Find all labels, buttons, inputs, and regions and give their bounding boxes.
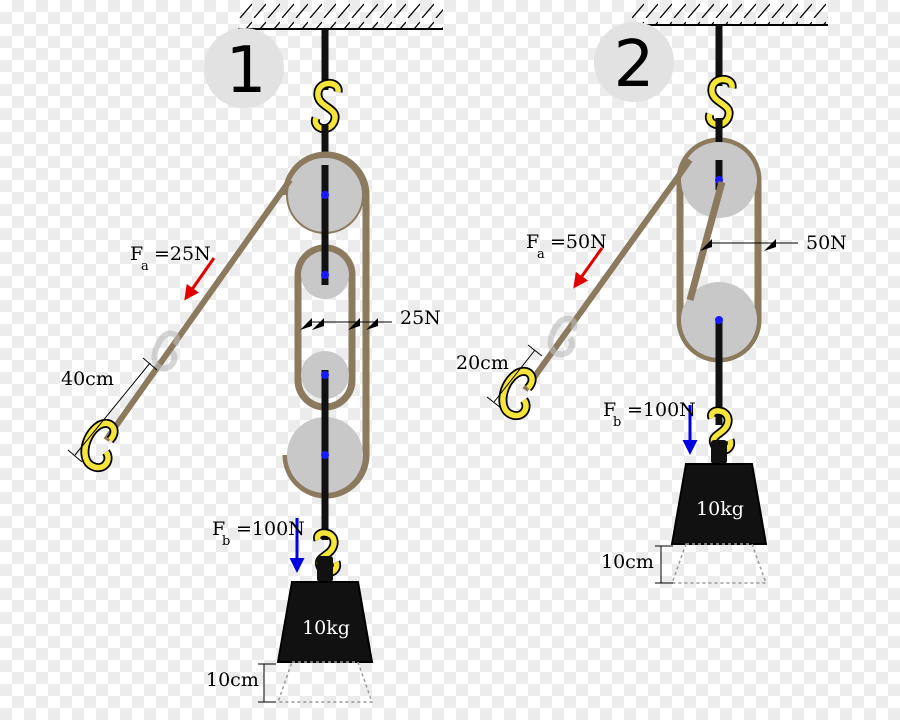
- svg-text:25N: 25N: [400, 307, 441, 329]
- svg-text:40cm: 40cm: [61, 368, 114, 390]
- pull-distance-measure-2: 20cm: [456, 344, 543, 409]
- force-a-label-1: F a =25N: [130, 243, 211, 274]
- weight-1: 10kg: [276, 556, 374, 663]
- force-b-label-1: F b =100N: [212, 518, 305, 549]
- top-s-hook-2: [704, 75, 737, 130]
- system-2-number: 2: [614, 28, 655, 102]
- force-b-label-2: F b =100N: [603, 399, 696, 430]
- rope-loop-inner-1: [294, 244, 356, 411]
- pull-rope-1: [103, 178, 293, 442]
- svg-text:a: a: [141, 259, 149, 274]
- ghost-hook-1: [151, 330, 181, 372]
- system-2-badge: 2: [594, 22, 674, 102]
- svg-text:b: b: [613, 415, 621, 430]
- svg-text:20cm: 20cm: [456, 352, 509, 374]
- lift-measure-2: 10cm: [601, 545, 673, 584]
- ceiling-1: [238, 3, 443, 30]
- ghost-weight-2: [670, 543, 768, 584]
- lift-measure-1: 10cm: [206, 663, 276, 703]
- svg-text:a: a: [537, 247, 545, 262]
- system-2: 2: [456, 3, 847, 584]
- ghost-weight-1: [276, 661, 374, 703]
- svg-text:F: F: [212, 518, 225, 540]
- svg-text:=25N: =25N: [154, 243, 211, 265]
- svg-text:10kg: 10kg: [696, 498, 744, 520]
- pull-rope-2: [522, 158, 693, 392]
- ceiling-2: [632, 3, 828, 26]
- svg-text:10cm: 10cm: [601, 551, 654, 573]
- svg-text:10cm: 10cm: [206, 669, 259, 691]
- pull-distance-measure-1: 40cm: [61, 357, 158, 463]
- weight-2: 10kg: [670, 440, 768, 545]
- svg-text:F: F: [603, 399, 616, 421]
- pull-hook-2: [498, 366, 537, 420]
- tension-callout-1: 25N: [300, 307, 441, 330]
- system-1: 1: [61, 3, 443, 703]
- system-1-number: 1: [226, 34, 267, 108]
- tension-callout-2: 50N: [700, 232, 847, 254]
- crossing-rope-2: [686, 181, 726, 301]
- force-a-label-2: F a =50N: [526, 231, 607, 262]
- rope-loop-2: [676, 137, 762, 363]
- svg-text:F: F: [130, 243, 143, 265]
- system-1-badge: 1: [204, 28, 284, 108]
- svg-text:=100N: =100N: [627, 399, 696, 421]
- svg-text:F: F: [526, 231, 539, 253]
- svg-text:b: b: [222, 534, 230, 549]
- ghost-hook-2: [547, 315, 578, 358]
- pull-hook-1: [80, 418, 119, 472]
- svg-text:10kg: 10kg: [302, 617, 350, 639]
- svg-text:50N: 50N: [806, 232, 847, 254]
- force-a-arrow-1: [184, 257, 216, 301]
- rope-loop-upper-1: [282, 151, 370, 499]
- force-a-arrow-2: [573, 247, 604, 289]
- svg-text:=50N: =50N: [550, 231, 607, 253]
- svg-text:=100N: =100N: [236, 518, 305, 540]
